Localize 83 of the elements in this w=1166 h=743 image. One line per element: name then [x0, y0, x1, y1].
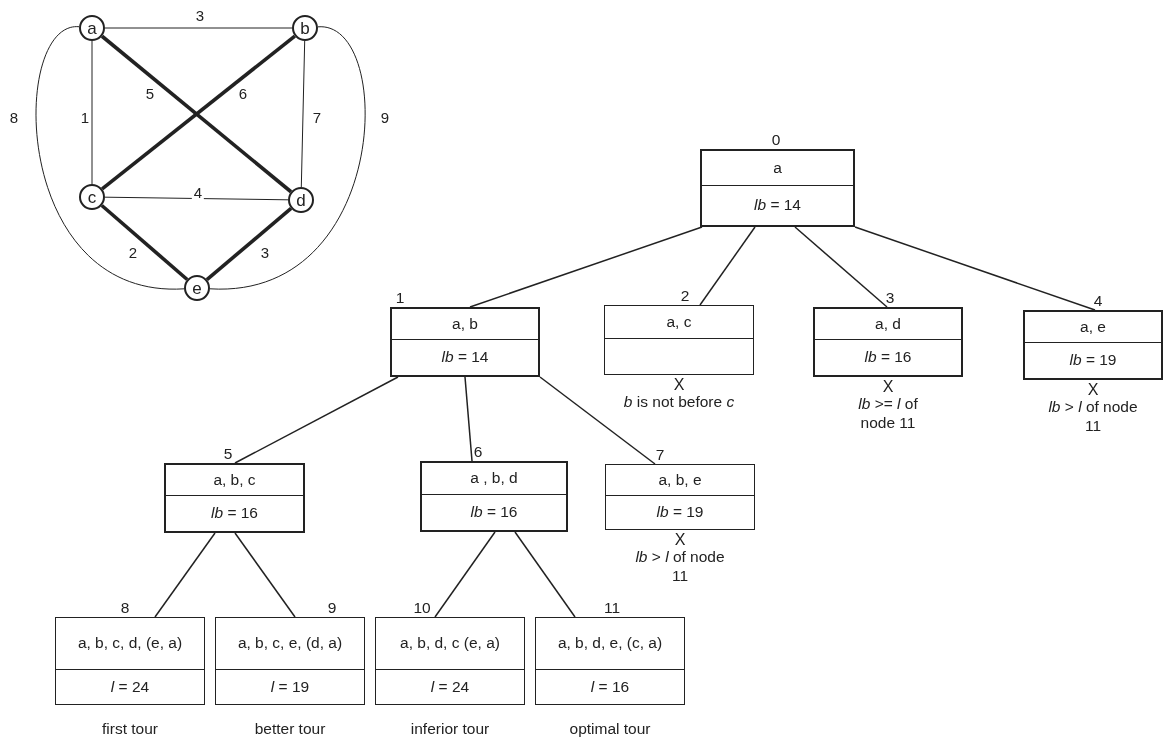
bound-label: l = 24 — [430, 676, 470, 697]
bound-label: lb = 14 — [754, 195, 801, 216]
graph-edge — [104, 27, 293, 29]
path-label: a, b — [452, 313, 478, 334]
path-label: a, d — [875, 313, 901, 334]
graph-edge — [209, 26, 366, 290]
search-node-box — [604, 305, 754, 375]
search-node-box — [1023, 310, 1163, 380]
search-node-box — [700, 149, 855, 227]
search-node-box — [375, 617, 525, 705]
vertex-circle: b — [292, 15, 318, 41]
bound-label: l = 16 — [590, 676, 630, 697]
tour-caption: better tour — [254, 719, 326, 739]
search-node-box — [813, 307, 963, 377]
search-node-box — [605, 464, 755, 530]
vertex-circle: c — [79, 184, 105, 210]
graph-edge — [100, 204, 189, 281]
node-number: 0 — [771, 130, 781, 150]
vertex-circle: d — [288, 187, 314, 213]
tree-branch — [434, 531, 496, 618]
tree-branch — [234, 532, 296, 618]
prune-mark: X — [1087, 380, 1099, 400]
path-label: a, e — [1080, 316, 1106, 337]
node-number: 1 — [395, 288, 405, 308]
node-number: 7 — [655, 445, 665, 465]
node-number: 6 — [473, 442, 483, 462]
node-number: 8 — [120, 598, 130, 618]
tree-branch — [464, 376, 473, 462]
tree-branch — [539, 376, 656, 465]
tree-branch — [794, 226, 888, 308]
bound-label: lb = 19 — [1069, 350, 1117, 371]
tour-caption: optimal tour — [569, 719, 651, 739]
graph-edge — [35, 26, 185, 290]
vertex-circle: a — [79, 15, 105, 41]
node-number: 11 — [603, 598, 621, 618]
node-number: 10 — [413, 598, 431, 618]
search-node-box — [390, 307, 540, 377]
bound-label: l = 24 — [110, 676, 150, 697]
bound-label: lb = 16 — [864, 347, 912, 368]
prune-note: b is not before c — [623, 392, 735, 412]
path-label: a , b, d — [470, 468, 518, 489]
prune-note: lb >= l of node 11 — [857, 394, 919, 433]
prune-mark: X — [882, 377, 894, 397]
node-number: 2 — [680, 286, 690, 306]
node-number: 4 — [1093, 291, 1103, 311]
bound-label: lb = 14 — [441, 347, 489, 368]
tree-branch — [469, 226, 703, 308]
search-node-box — [164, 463, 305, 533]
tree-branch — [854, 226, 1096, 311]
prune-mark: X — [674, 530, 686, 550]
prune-note: lb > l of node 11 — [634, 547, 726, 586]
path-label: a, b, d, e, (c, a) — [557, 633, 663, 654]
graph-edge — [205, 207, 293, 281]
tree-branch — [154, 532, 216, 618]
bound-label: lb = 16 — [211, 503, 258, 524]
search-node-box — [55, 617, 205, 705]
graph-edge — [104, 196, 289, 201]
path-label: a, b, d, c (e, a) — [400, 633, 500, 654]
tree-branch — [234, 376, 399, 464]
node-number: 5 — [223, 444, 233, 464]
path-label: a, b, c, d, (e, a) — [77, 633, 183, 654]
bound-label: lb = 16 — [470, 502, 518, 523]
bound-label: lb = 19 — [656, 502, 704, 523]
node-number: 9 — [327, 598, 337, 618]
tree-branch — [514, 531, 576, 618]
graph-edge — [91, 40, 93, 185]
graph-edge — [300, 40, 306, 188]
path-label: a, c — [666, 311, 692, 332]
path-label: a, b, c — [213, 469, 256, 490]
path-label: a, b, c, e, (d, a) — [237, 633, 343, 654]
bound-label: l = 19 — [270, 676, 310, 697]
tour-caption: inferior tour — [410, 719, 490, 739]
search-node-box — [215, 617, 365, 705]
path-label: a, b, e — [658, 469, 702, 490]
prune-note: lb > l of node 11 — [1047, 397, 1139, 436]
prune-mark: X — [673, 375, 685, 395]
path-label: a — [773, 157, 782, 178]
tree-branch — [699, 226, 756, 306]
vertex-circle: e — [184, 275, 210, 301]
search-node-box — [420, 461, 568, 532]
search-node-box — [535, 617, 685, 705]
tour-caption: first tour — [102, 719, 158, 739]
node-number: 3 — [885, 288, 895, 308]
